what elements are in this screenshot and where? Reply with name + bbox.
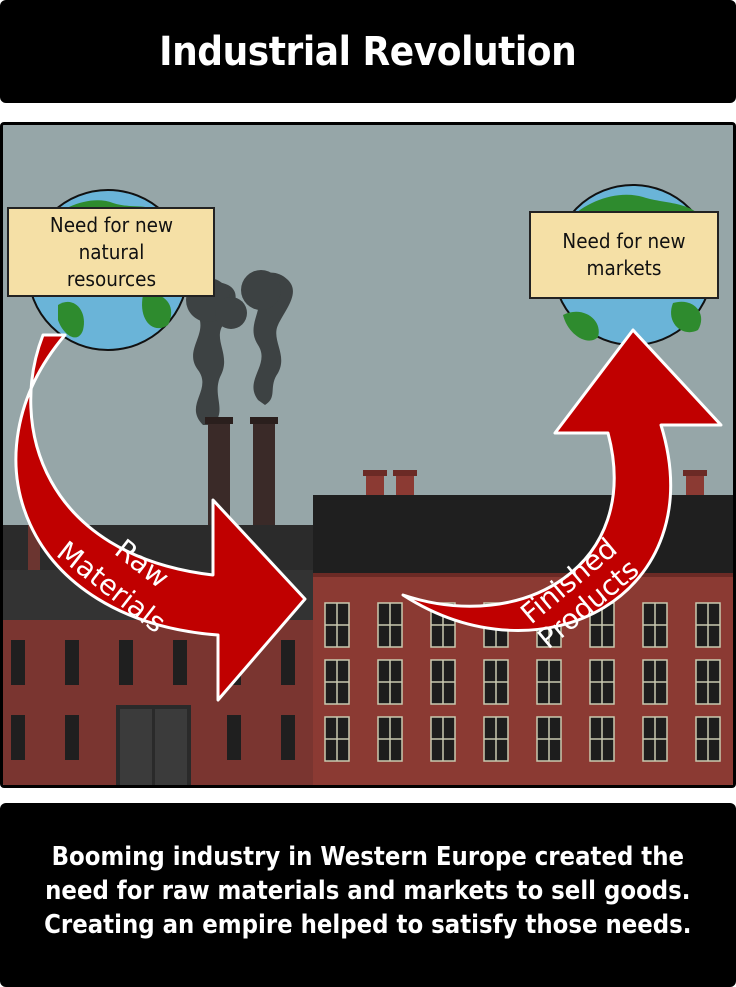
label-natural-resources: Need for new natural resources — [7, 207, 215, 297]
title-bar: Industrial Revolution — [0, 0, 736, 103]
illustration-panel: Raw Materials Finished Products Need for… — [0, 122, 736, 788]
caption-text: Booming industry in Western Europe creat… — [44, 842, 692, 940]
finished-products-arrow — [401, 328, 723, 632]
page-title: Industrial Revolution — [159, 28, 577, 75]
label-new-markets: Need for new markets — [529, 211, 719, 299]
caption-bar: Booming industry in Western Europe creat… — [0, 803, 736, 987]
raw-materials-arrow — [14, 333, 307, 702]
